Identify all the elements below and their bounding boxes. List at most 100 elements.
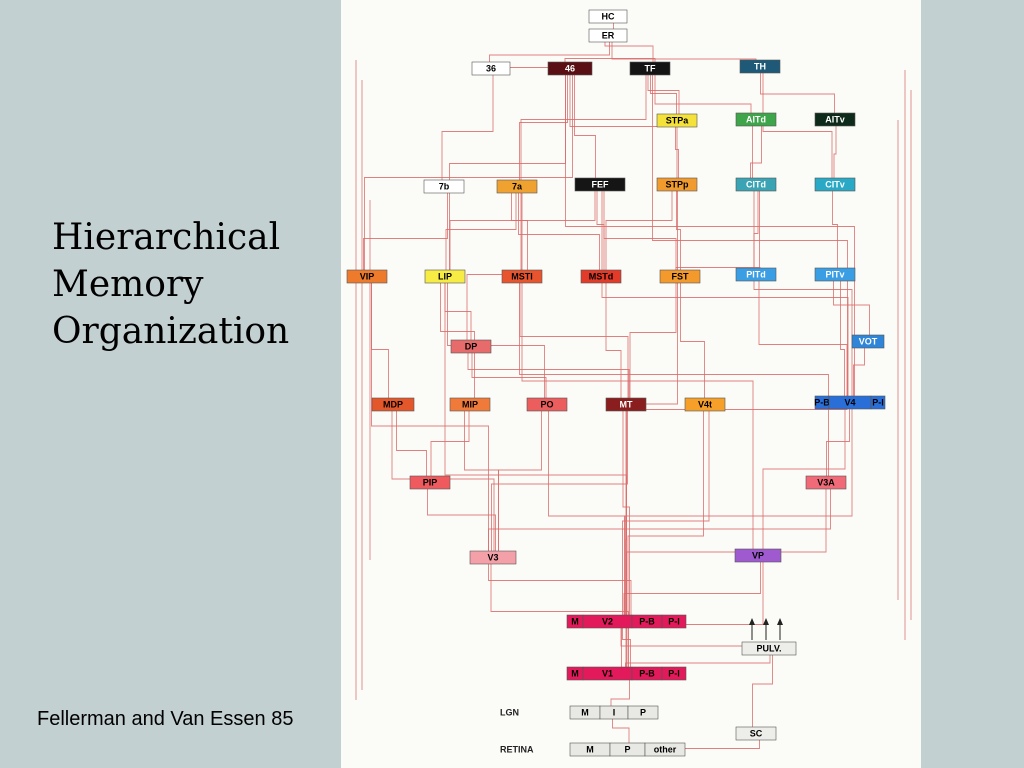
area-box [574,177,626,192]
area-box [735,726,777,741]
connection-line [612,712,630,750]
area-label: DP [465,342,478,352]
area-label: VOT [859,337,878,347]
area-node-msti: MSTI [501,269,543,284]
connection-line [371,276,389,405]
area-node-pitd: PITd [735,267,777,282]
connection-line [574,68,596,185]
pulvinar-arrow-icon [749,618,755,625]
diagram-panel [341,0,921,768]
area-segment-label: P [624,745,630,755]
area-box [423,179,465,194]
connection-line [498,404,542,558]
connection-lines [355,14,912,750]
connection-line [471,346,547,405]
area-node-pitv: PITv [814,267,856,282]
connection-line [621,555,764,674]
area-segment-label: M [571,617,579,627]
area-label: 7b [439,182,450,192]
area-box [588,28,628,43]
area-box [814,112,856,127]
area-label: AITv [825,115,845,125]
area-label: MIP [462,400,478,410]
area-segment-label: V1 [602,669,613,679]
area-box [471,61,511,76]
area-box [629,61,671,76]
area-segment-box [661,614,687,629]
area-box [656,177,698,192]
area-segment-box [870,395,886,410]
connection-line [548,404,626,622]
connection-line [447,276,545,405]
area-node-er: ER [588,28,628,43]
connection-line [488,557,632,622]
connection-line [603,184,677,277]
connection-line [833,119,837,185]
area-label: FEF [592,180,610,190]
area-box [469,550,517,565]
connection-line [449,68,566,277]
area-label: TH [754,62,766,72]
area-node-fst: FST [659,269,701,284]
area-label: CITd [746,180,766,190]
area-label: V3 [487,553,498,563]
connection-line [622,404,710,622]
area-label: STPa [666,116,690,126]
area-box [371,397,415,412]
slide-title: Hierarchical Memory Organization [52,214,289,355]
citation-caption: Fellerman and Van Essen 85 [37,708,294,730]
area-box [346,269,388,284]
connection-line [605,276,622,405]
area-box [735,267,777,282]
connection-line [652,68,848,403]
area-label: TF [645,64,656,74]
connection-line [627,404,704,674]
area-segment-label: P-I [872,398,884,408]
area-label: V3A [817,478,835,488]
area-box [605,397,647,412]
area-segment-label: other [654,745,677,755]
connection-line [371,276,489,558]
connection-line [427,482,496,558]
connection-line [601,184,849,403]
area-segment-label: P-B [639,617,655,627]
area-label: ER [602,31,615,41]
connection-line [364,68,573,277]
connection-line [625,184,678,622]
area-segment-label: V2 [602,617,613,627]
area-box [734,548,782,563]
connection-line [623,555,761,622]
area-segment-label: P-I [668,617,680,627]
connection-line [520,68,647,187]
area-label: VP [752,551,764,561]
connection-line [464,404,499,558]
slide-title-line-3: Organization [52,311,290,352]
area-node-mdp: MDP [371,397,415,412]
area-node-vip: VIP [346,269,388,284]
area-segment-label: M [586,745,594,755]
slide-title-line-1: Hierarchical [52,217,281,258]
area-box [805,475,847,490]
area-box [450,339,492,354]
connection-line [445,186,517,277]
area-node-po: PO [526,397,568,412]
connection-line [488,482,831,558]
connection-line [449,184,596,277]
connection-line [490,557,629,674]
area-label: VIP [360,272,375,282]
area-box [851,334,885,349]
area-node-mt: MT [605,397,647,412]
connection-line [758,274,848,403]
area-segment-label: V4 [844,398,855,408]
area-node-pip: PIP [409,475,451,490]
area-node-7b: 7b [423,179,465,194]
connection-line [826,402,850,483]
area-box [547,61,593,76]
connection-line [853,341,865,403]
area-node-dp: DP [450,339,492,354]
area-node-citv: CITv [814,177,856,192]
area-label: STPp [665,180,689,190]
area-node-36: 36 [471,61,511,76]
